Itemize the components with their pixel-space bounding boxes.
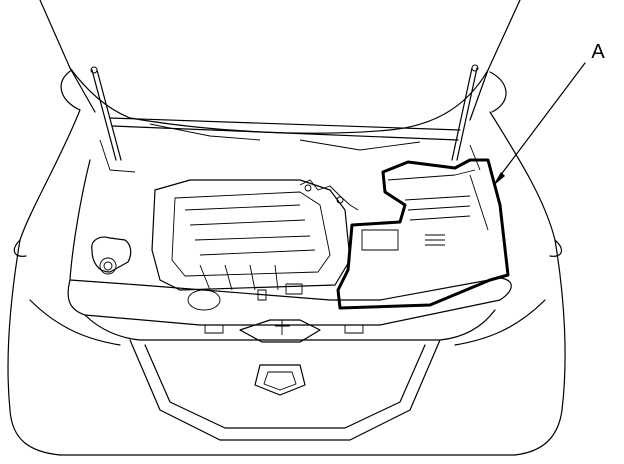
callout-leader (493, 62, 586, 186)
callout-label-a: A (591, 41, 605, 63)
hood-latch (204, 319, 364, 343)
open-hood (39, 0, 521, 134)
emblem (254, 364, 306, 396)
fuse-box-details (361, 169, 489, 251)
leader-arrowhead (493, 172, 505, 186)
front-grille (129, 339, 441, 441)
engine-cover (151, 179, 359, 291)
fuse-box-outline (336, 158, 510, 310)
cowl (99, 117, 481, 173)
engine-bay-frame (67, 159, 512, 341)
car-body (7, 69, 566, 456)
hood-struts (90, 64, 479, 161)
front-components (187, 283, 303, 311)
coolant-reservoir (91, 236, 132, 275)
